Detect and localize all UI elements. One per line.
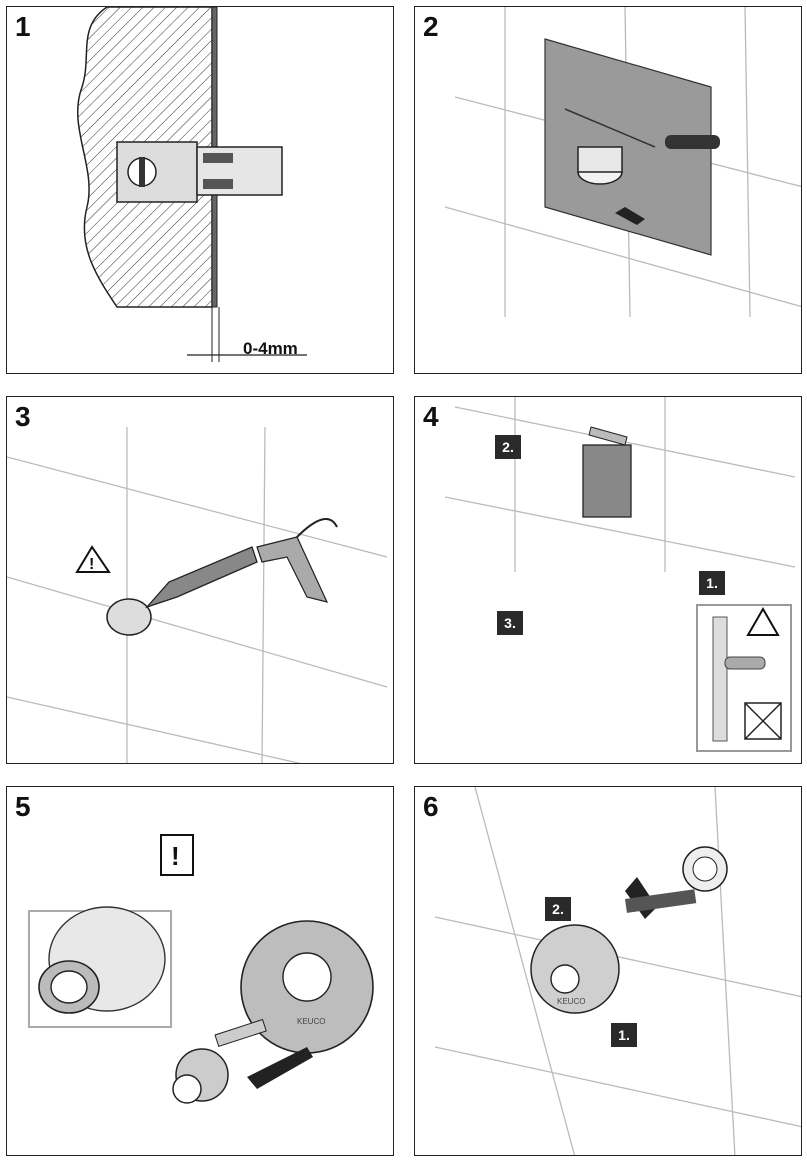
sealant-gun-illustration: ! xyxy=(7,426,388,763)
panel-1: 1 0-4mm xyxy=(6,6,394,374)
panel-3: 3 ! xyxy=(6,396,394,764)
dimension-label: 0-4mm xyxy=(243,339,298,358)
rosette-brand-text: KEUCO xyxy=(557,997,586,1006)
panel-5: 5 ! KEUCO xyxy=(6,786,394,1156)
panel-6: 6 2. 1. KEUCO xyxy=(414,786,802,1156)
final-assembly-illustration xyxy=(434,787,801,1155)
svg-text:!: ! xyxy=(89,556,94,573)
step-number: 6 xyxy=(423,791,439,822)
panel-2: 2 xyxy=(414,6,802,374)
step-badge-1: 1. xyxy=(611,1023,637,1047)
step-badge-2: 2. xyxy=(495,435,521,459)
step-badge-1: 1. xyxy=(699,571,725,595)
step-badge-2: 2. xyxy=(545,897,571,921)
cartridge-and-flush-illustration xyxy=(444,397,796,752)
svg-text:!: ! xyxy=(171,841,180,871)
wall-section-illustration xyxy=(77,7,307,362)
rosette-brand-text: KEUCO xyxy=(297,1017,326,1026)
panel-4: 4 2. 1. 3. xyxy=(414,396,802,764)
step-number: 4 xyxy=(423,401,439,432)
step-number: 1 xyxy=(15,11,31,42)
tile-and-valve-illustration xyxy=(444,7,801,318)
step-badge-3: 3. xyxy=(497,611,523,635)
step-number: 2 xyxy=(423,11,439,42)
step-number: 5 xyxy=(15,791,31,822)
step-number: 3 xyxy=(15,401,31,432)
valve-and-rosette-illustration: ! xyxy=(28,834,374,1104)
